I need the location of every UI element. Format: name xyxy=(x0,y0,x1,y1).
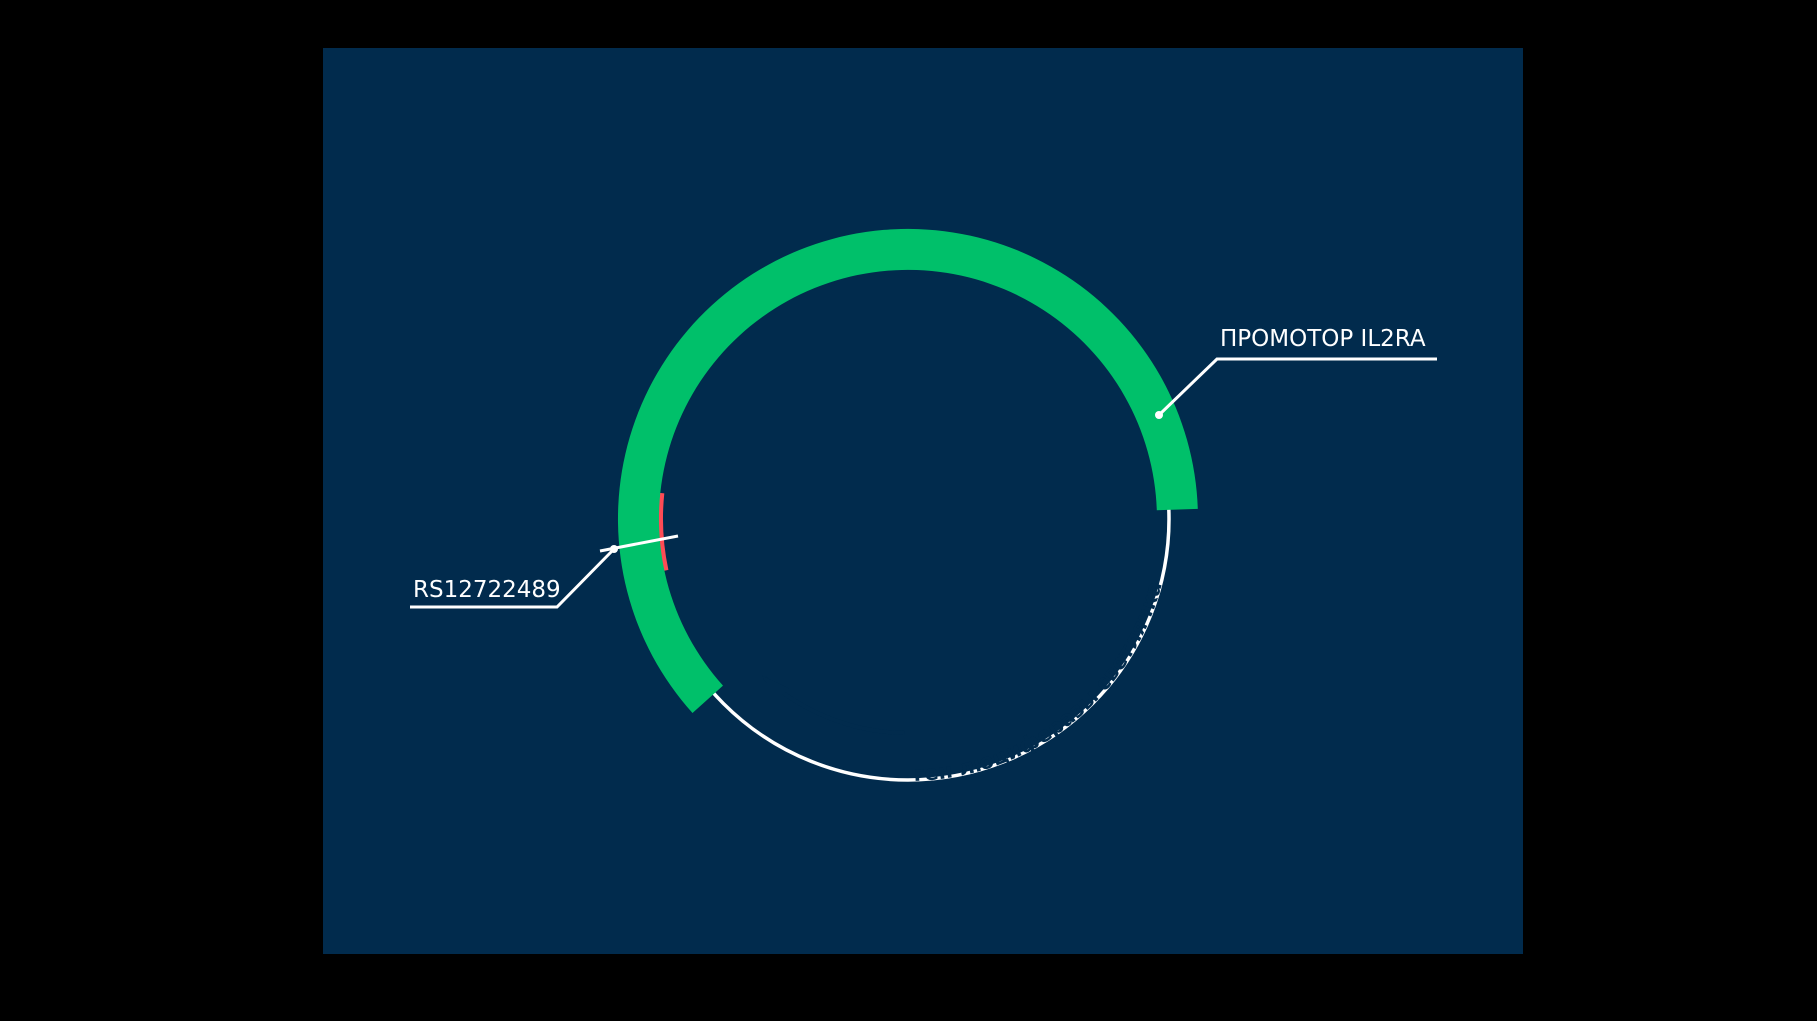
promoter-callout-line xyxy=(1157,357,1437,417)
snp-callout-line xyxy=(410,547,616,609)
diagram-panel xyxy=(323,48,1523,954)
promoter-callout-dot xyxy=(1155,411,1163,419)
promoter-label: ПРОМОТОР IL2RA xyxy=(1220,326,1426,352)
snp-callout-dot xyxy=(610,545,618,553)
arrowhead-icon xyxy=(762,675,790,701)
luciferase-gene-arc xyxy=(617,228,1198,713)
snp-label: RS12722489 xyxy=(413,577,561,603)
